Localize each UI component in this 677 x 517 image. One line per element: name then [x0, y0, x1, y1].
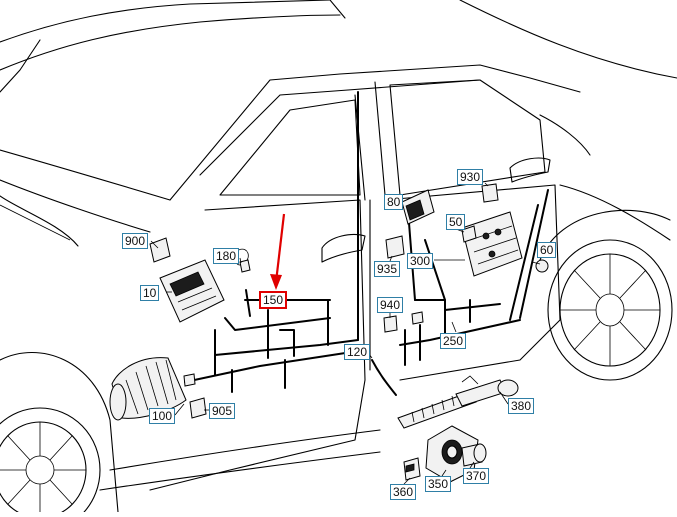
front-wheel: [0, 407, 101, 517]
callout-300[interactable]: 300: [407, 253, 434, 269]
callout-150[interactable]: 150: [259, 291, 288, 309]
connector-900: [149, 237, 171, 263]
clip-360: [403, 457, 421, 481]
door-cable-conduit: [371, 359, 519, 429]
callout-935[interactable]: 935: [374, 261, 401, 277]
callout-50[interactable]: 50: [446, 214, 466, 230]
plug-370: [461, 443, 487, 467]
callout-905[interactable]: 905: [209, 403, 236, 419]
switch-80: [401, 189, 435, 225]
door-control-module-10: [159, 259, 225, 323]
rear-wheel: [547, 239, 673, 381]
callout-60[interactable]: 60: [537, 242, 557, 258]
rear-door-module-300: [461, 211, 523, 277]
callout-180[interactable]: 180: [213, 248, 240, 264]
callout-930[interactable]: 930: [457, 169, 484, 185]
corrugated-boot-100: [109, 357, 187, 421]
connector-905: [183, 373, 207, 419]
bolt-60: [531, 259, 549, 273]
callout-100[interactable]: 100: [149, 408, 176, 424]
callout-940[interactable]: 940: [377, 297, 404, 313]
connector-50: [461, 225, 477, 243]
callout-10[interactable]: 10: [140, 285, 160, 301]
connector-930: [481, 183, 499, 203]
callout-900[interactable]: 900: [122, 233, 149, 249]
callout-370[interactable]: 370: [463, 468, 490, 484]
clip-180: [235, 248, 251, 273]
callout-80[interactable]: 80: [384, 194, 404, 210]
connector-935: [385, 235, 405, 259]
connector-940: [383, 311, 424, 333]
callout-360[interactable]: 360: [390, 484, 417, 500]
callout-120[interactable]: 120: [344, 344, 371, 360]
callout-350[interactable]: 350: [425, 476, 452, 492]
callout-250[interactable]: 250: [440, 333, 467, 349]
callout-380[interactable]: 380: [508, 398, 535, 414]
front-door-harness: [184, 91, 366, 393]
highlight-arrow: [270, 213, 286, 290]
